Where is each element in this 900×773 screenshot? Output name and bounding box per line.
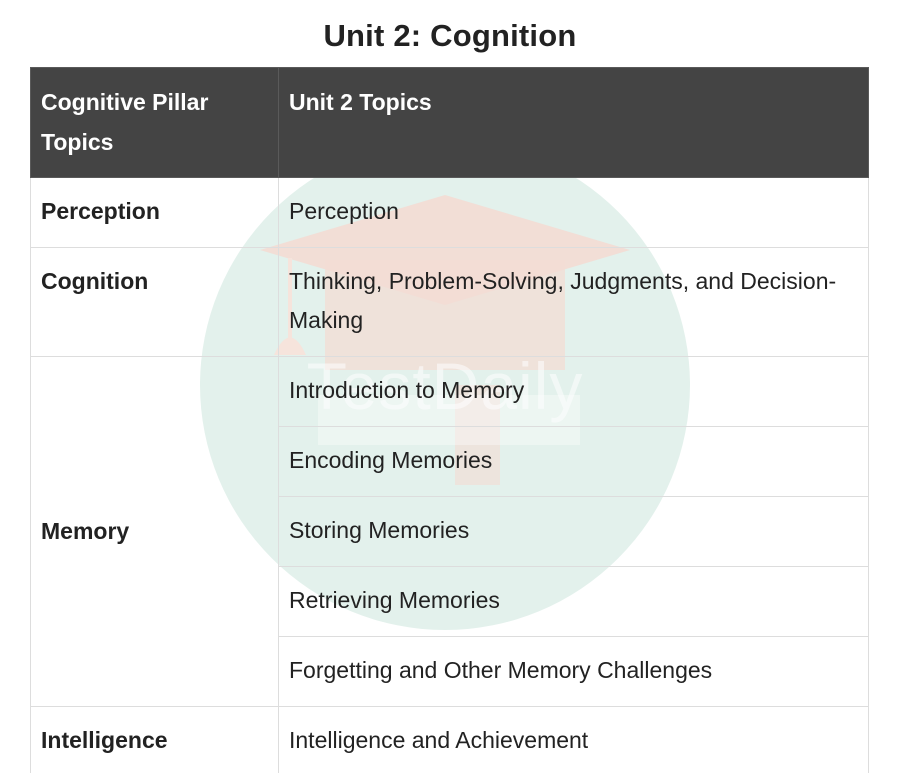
table-header-row: Cognitive Pillar Topics Unit 2 Topics xyxy=(30,67,869,178)
page-title: Unit 2: Cognition xyxy=(323,18,577,53)
table-row: Cognition Thinking, Problem-Solving, Jud… xyxy=(30,247,869,357)
topic-cell: Perception xyxy=(278,177,869,248)
table-row: Intelligence Intelligence and Achievemen… xyxy=(30,706,869,773)
pillar-cell-cognition: Cognition xyxy=(30,247,279,357)
table-row: Memory Introduction to Memory xyxy=(30,356,869,707)
topics-table: Cognitive Pillar Topics Unit 2 Topics Pe… xyxy=(30,67,869,773)
pillar-cell-perception: Perception xyxy=(30,177,279,248)
table-row: Perception Perception xyxy=(30,177,869,248)
topic-cell: Storing Memories xyxy=(278,496,869,567)
topic-cell: Intelligence and Achievement xyxy=(278,706,869,773)
topic-cell: Encoding Memories xyxy=(278,426,869,497)
topic-cell: Forgetting and Other Memory Challenges xyxy=(278,636,869,707)
column-header-topics: Unit 2 Topics xyxy=(278,67,869,178)
pillar-cell-intelligence: Intelligence xyxy=(30,706,279,773)
topic-cell: Thinking, Problem-Solving, Judgments, an… xyxy=(278,247,869,357)
column-header-pillar: Cognitive Pillar Topics xyxy=(30,67,279,178)
topic-cell: Introduction to Memory xyxy=(278,356,869,427)
pillar-cell-memory: Memory xyxy=(30,356,279,707)
topic-cell: Retrieving Memories xyxy=(278,566,869,637)
